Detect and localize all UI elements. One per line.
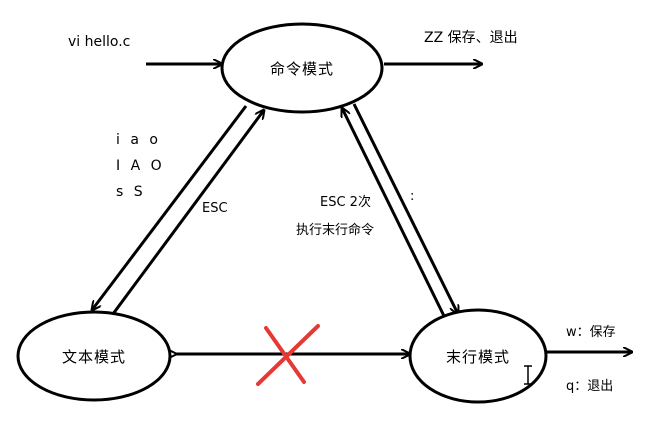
command-mode-node <box>220 22 384 114</box>
lastline-mode-label: 末行模式 <box>446 348 510 366</box>
insert-arrow <box>92 105 248 310</box>
write-save-label: w：保存 <box>566 325 616 340</box>
command-mode-label: 命令模式 <box>270 60 334 78</box>
text-mode-node <box>16 310 172 402</box>
insert-keys-line-3: s S <box>116 184 146 200</box>
exec-lastline-label: 执行末行命令 <box>296 222 374 238</box>
text-cursor-icon <box>524 365 532 385</box>
esc-arrow <box>108 110 264 319</box>
quit-exit-label: q：退出 <box>566 379 613 394</box>
esc-label: ESC <box>202 201 228 216</box>
forbidden-cross-icon <box>256 324 320 386</box>
exit-zz-label: ZZ 保存、退出 <box>424 30 518 46</box>
text-mode-label: 文本模式 <box>62 348 126 366</box>
colon-key-label: : <box>410 189 414 204</box>
esc-twice-arrow <box>342 108 446 317</box>
esc-twice-label: ESC 2次 <box>320 194 371 210</box>
lastline-mode-node <box>408 308 548 404</box>
colon-arrow <box>352 103 458 314</box>
entry-command-label: vi hello.c <box>68 34 130 50</box>
insert-keys-line-1: i a o <box>116 132 161 148</box>
insert-keys-line-2: I A O <box>116 158 165 174</box>
